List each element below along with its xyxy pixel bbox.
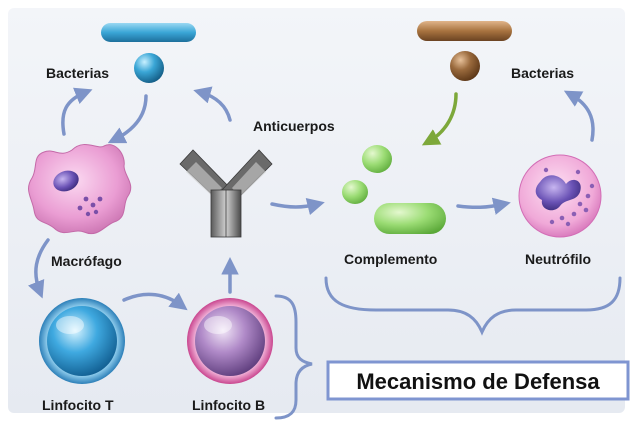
brace-innate — [324, 276, 622, 336]
neutrophil-icon — [518, 154, 602, 238]
arrow-neutrophil-to-bacteria — [563, 90, 595, 142]
lymphocyte-b-icon — [187, 298, 273, 384]
label-bacterias-right: Bacterias — [511, 65, 574, 81]
antibody-icon — [179, 149, 273, 238]
arrow-bacteria-to-complement — [421, 92, 458, 146]
label-anticuerpos: Anticuerpos — [253, 118, 335, 134]
label-bacterias-left: Bacterias — [46, 65, 109, 81]
arrow-macrophage-to-lymphocyte-t — [27, 238, 50, 299]
brace-adaptive — [274, 294, 313, 420]
title-text: Mecanismo de Defensa — [356, 369, 600, 394]
macrophage-icon — [28, 144, 132, 235]
label-linfocito-b: Linfocito B — [192, 397, 265, 413]
arrow-macrophage-to-bacteria — [61, 87, 93, 136]
lymphocyte-t-icon — [39, 298, 125, 384]
label-neutrofilo: Neutrófilo — [525, 251, 591, 267]
arrow-complement-to-neutrophil — [456, 197, 511, 215]
arrow-antibody-to-bacteria — [193, 86, 232, 122]
bacteria-brown-icon — [417, 21, 512, 81]
complement-icon — [342, 145, 446, 234]
label-complemento: Complemento — [344, 251, 437, 267]
label-linfocito-t: Linfocito T — [42, 397, 114, 413]
label-macrofago: Macrófago — [51, 253, 122, 269]
title-box — [326, 360, 630, 401]
arrow-bacteria-to-macrophage — [107, 94, 148, 144]
bacteria-blue-icon — [101, 23, 196, 83]
arrow-antibody-to-complement — [270, 198, 325, 216]
arrow-lymphocyte-t-to-b — [122, 292, 188, 311]
